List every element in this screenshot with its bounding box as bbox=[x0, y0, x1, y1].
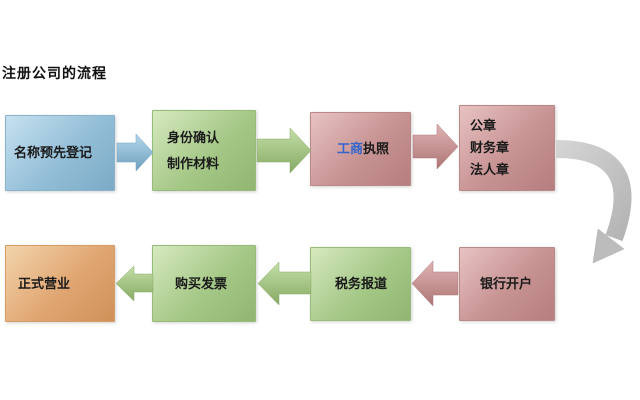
flow-node-name-preregistration: 名称预先登记 bbox=[5, 115, 115, 191]
flow-node-label: 名称预先登记 bbox=[14, 145, 93, 160]
flow-node-label-line: 公章 bbox=[470, 118, 497, 133]
flow-node-buy-invoices: 购买发票 bbox=[152, 245, 256, 322]
curved-arrow-head-icon bbox=[592, 228, 625, 264]
page-title: 注册公司的流程 bbox=[2, 65, 107, 81]
flow-node-label-line: 法人章 bbox=[470, 162, 510, 177]
flow-node-label-line: 制作材料 bbox=[167, 155, 220, 171]
flow-node-label-line: 身份确认 bbox=[167, 129, 220, 145]
flow-node-bank-account: 银行开户 bbox=[459, 247, 555, 321]
flow-node-official-opening: 正式营业 bbox=[5, 245, 115, 322]
arrow-left-icon bbox=[115, 265, 154, 302]
flow-node-label: 购买发票 bbox=[175, 275, 228, 291]
arrow-left-icon bbox=[411, 260, 459, 307]
arrow-left-icon bbox=[257, 261, 312, 306]
flow-node-label: 银行开户 bbox=[480, 276, 533, 291]
arrow-right-icon bbox=[116, 133, 154, 172]
flow-node-label: 工商执照 bbox=[337, 138, 410, 160]
arrow-right-icon bbox=[412, 123, 459, 170]
arrow-right-icon bbox=[256, 127, 312, 174]
flow-node-seals: 公章 财务章 法人章 bbox=[459, 105, 555, 191]
flow-node-label: 税务报道 bbox=[335, 276, 388, 291]
business-license-link[interactable]: 工商 bbox=[337, 141, 364, 156]
flow-node-tax-registration: 税务报道 bbox=[310, 247, 411, 321]
flow-node-label-rest: 执照 bbox=[363, 141, 390, 156]
curved-arrow-icon bbox=[555, 140, 632, 242]
flow-node-business-license: 工商执照 bbox=[310, 112, 411, 186]
flow-node-identity-materials: 身份确认 制作材料 bbox=[152, 110, 256, 191]
flow-node-label: 正式营业 bbox=[18, 275, 71, 291]
flow-node-label-line: 财务章 bbox=[470, 140, 510, 155]
